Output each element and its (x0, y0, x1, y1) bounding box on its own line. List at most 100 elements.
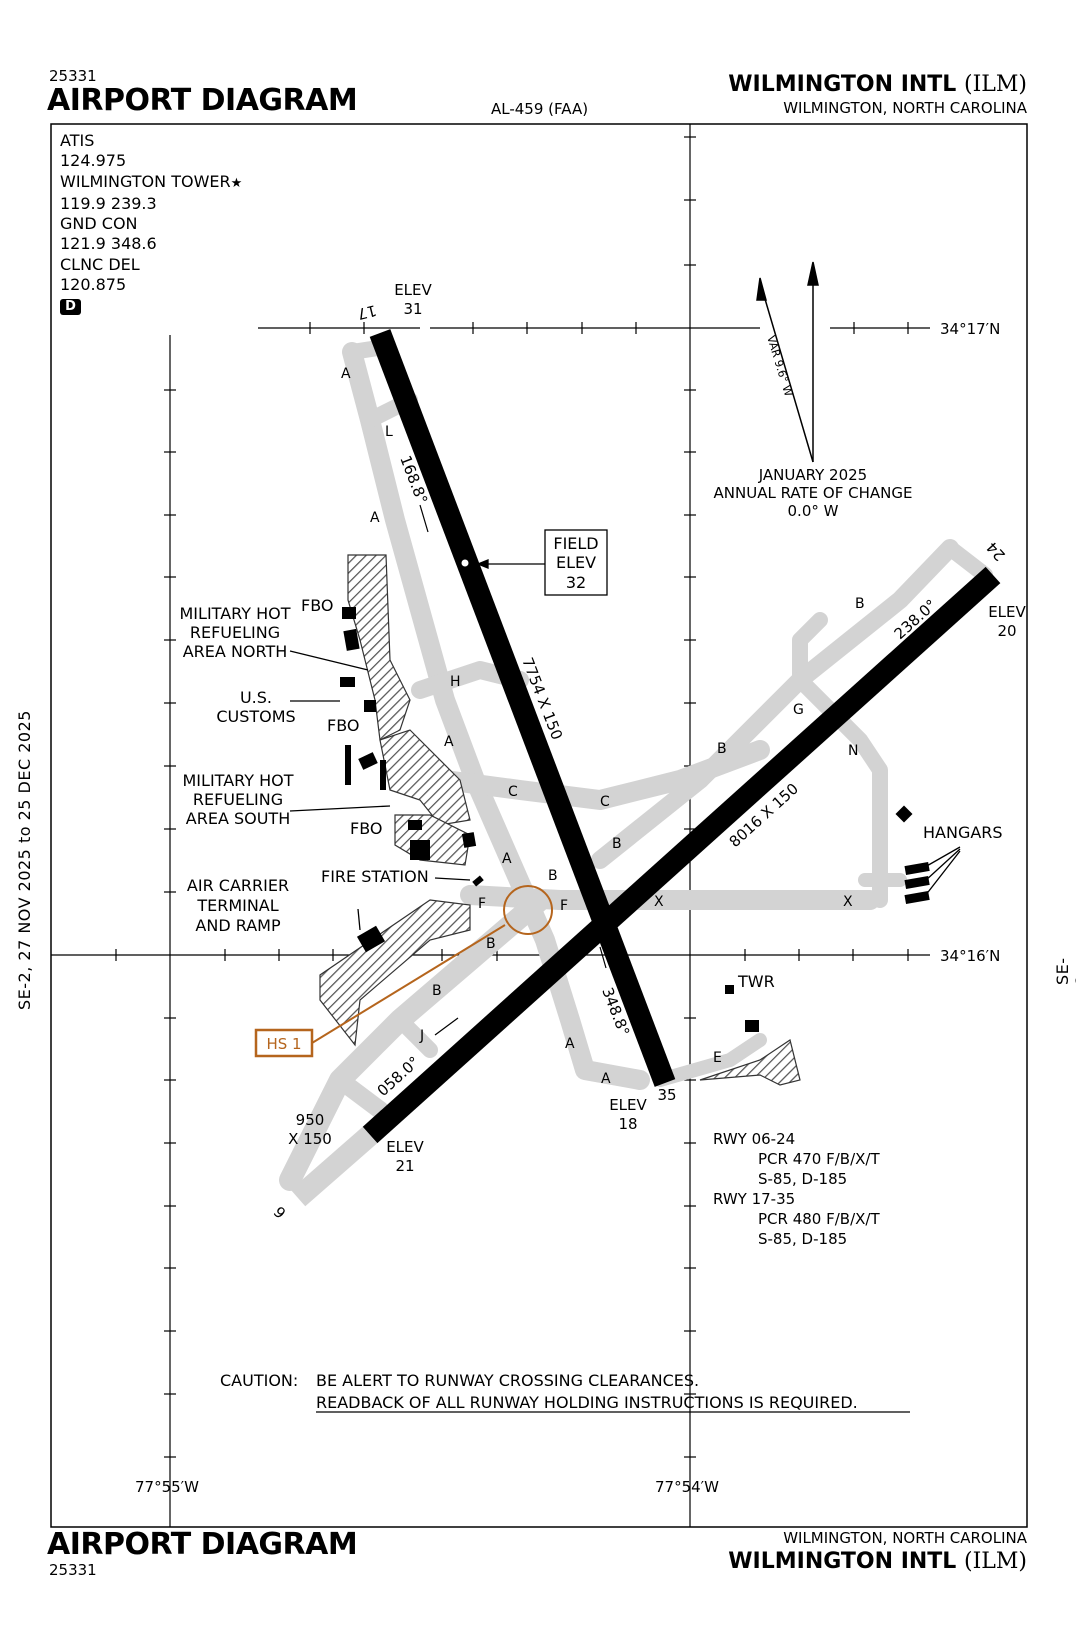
lon-east-label: 77°54′W (655, 1478, 719, 1496)
mil-north-line3: AREA NORTH (183, 642, 288, 661)
field-elev-label2: ELEV (556, 553, 596, 572)
rate-label: ANNUAL RATE OF CHANGE (714, 484, 913, 502)
variation-label: VAR 9.6° W (764, 334, 795, 398)
hs1-box (254, 1028, 314, 1058)
pcr-rwy2-sd: S-85, D-185 (758, 1230, 847, 1248)
pcr-rwy1-pcr: PCR 470 F/B/X/T (758, 1150, 880, 1168)
runway-6-overrun (290, 1126, 378, 1207)
ground-frequency: 121.9 348.6 (60, 234, 157, 254)
location-footer: WILMINGTON, NORTH CAROLINA (783, 1529, 1027, 1547)
caution-line1: BE ALERT TO RUNWAY CROSSING CLEARANCES. (316, 1371, 699, 1390)
caution-note: CAUTION: BE ALERT TO RUNWAY CROSSING CLE… (220, 1371, 910, 1413)
rwy06-elev: 21 (395, 1157, 414, 1175)
fbo-label-1: FBO (301, 596, 334, 615)
twy-c-2: C (600, 794, 610, 810)
twy-a-4: A (502, 851, 512, 867)
compass-arrows (756, 261, 819, 463)
twy-c-1: C (508, 784, 518, 800)
rwy06-elev-label: ELEV (386, 1138, 424, 1156)
twy-a-2: A (370, 510, 380, 526)
fire-station-label: FIRE STATION (321, 867, 429, 886)
rwy17-elev: 31 (403, 300, 422, 318)
leader-lines (289, 559, 961, 931)
pcr-rwy2-pcr: PCR 480 F/B/X/T (758, 1210, 880, 1228)
pcr-rwy2: RWY 17-35 (713, 1190, 795, 1208)
twy-b-1: B (612, 836, 622, 852)
tower-star-icon: ★ (230, 175, 243, 191)
caution-line2: READBACK OF ALL RUNWAY HOLDING INSTRUCTI… (316, 1393, 858, 1412)
twy-a-1: A (341, 366, 351, 382)
hs1-label: HS 1 (266, 1035, 301, 1053)
airport-name-header: WILMINGTON INTL (ILM) (728, 72, 1027, 97)
twy-x-2: X (843, 894, 853, 910)
hot-spot-leader (311, 924, 506, 1044)
tower-frequency: 119.9 239.3 (60, 193, 157, 213)
twy-f-1: F (478, 896, 486, 912)
location-header: WILMINGTON, NORTH CAROLINA (783, 99, 1027, 117)
taxiway-letters: A L A H A C C B B G B N A B F F X X B B … (341, 366, 865, 1087)
twy-b-3: B (855, 596, 865, 612)
tower-label: WILMINGTON TOWER (60, 171, 231, 191)
page-title: AIRPORT DIAGRAM (47, 83, 358, 118)
rwy17-elev-label: ELEV (394, 281, 432, 299)
procedure-number: 25331 (49, 67, 97, 85)
field-elev-box (544, 529, 608, 596)
terminal-line2: TERMINAL (196, 896, 278, 915)
heading-arrows (419, 504, 896, 1036)
twy-b-6: B (432, 983, 442, 999)
twy-x-1: X (654, 894, 664, 910)
rwy24-elev: 20 (997, 622, 1016, 640)
twy-a-3: A (444, 734, 454, 750)
mil-north-line2: REFUELING (190, 623, 280, 642)
airport-name: WILMINGTON INTL (728, 72, 957, 97)
atis-frequency: 124.975 (60, 151, 127, 171)
customs-line2: CUSTOMS (216, 707, 295, 726)
field-elev-marker (461, 559, 469, 567)
twy-n: N (848, 743, 858, 759)
customs-line1: U.S. (240, 688, 272, 707)
lat-north-label: 34°17′N (940, 320, 1000, 338)
footer-airport-code: (ILM) (964, 1549, 1027, 1574)
twy-b-2: B (717, 741, 727, 757)
rwy24-number: 24 (983, 538, 1009, 564)
lat-south-label: 34°16′N (940, 947, 1000, 965)
terminal-line1: AIR CARRIER (187, 876, 289, 895)
twy-g: G (793, 702, 804, 718)
twy-b-5: B (486, 936, 496, 952)
chart-frame (50, 123, 1028, 1528)
clearance-frequency: 120.875 (60, 275, 127, 295)
runway-17-35 (369, 329, 676, 1087)
mil-north-line1: MILITARY HOT (180, 604, 291, 623)
fbo-label-3: FBO (350, 819, 383, 838)
twy-a-5: A (565, 1036, 575, 1052)
displaced-dims-1: 950 (296, 1111, 325, 1129)
footer-title: AIRPORT DIAGRAM (47, 1527, 358, 1562)
rwy24-elev-label: ELEV (988, 603, 1026, 621)
displaced-dims-2: X 150 (288, 1130, 332, 1148)
mil-south-line1: MILITARY HOT (183, 771, 294, 790)
area-labels: FBO MILITARY HOT REFUELING AREA NORTH U.… (180, 596, 1003, 991)
buildings (340, 607, 930, 1032)
airport-name-footer: WILMINGTON INTL (ILM) (728, 1549, 1027, 1574)
ground-label: GND CON (60, 214, 138, 234)
lon-west-label: 77°55′W (135, 1478, 199, 1496)
rwy17-number: 17 (356, 301, 379, 323)
rwy35-number: 35 (657, 1086, 676, 1104)
mil-south-line3: AREA SOUTH (186, 809, 290, 828)
mil-south-line2: REFUELING (193, 790, 283, 809)
fbo-label-2: FBO (327, 716, 360, 735)
twy-b-4: B (548, 868, 558, 884)
rwy06-number: 6 (270, 1202, 289, 1221)
runway-06-24 (362, 566, 1001, 1144)
twr-label: TWR (737, 972, 775, 991)
twy-f-2: F (560, 898, 568, 914)
atis-label: ATIS (60, 131, 95, 150)
hot-spot-circle (503, 885, 553, 935)
footer-airport-name: WILMINGTON INTL (728, 1549, 957, 1574)
field-elev-label1: FIELD (553, 534, 598, 553)
d-badge: D (60, 299, 81, 316)
rwy35-elev-label: ELEV (609, 1096, 647, 1114)
hangars-label: HANGARS (923, 823, 1003, 842)
tower-label-row: WILMINGTON TOWER★ (60, 172, 242, 194)
